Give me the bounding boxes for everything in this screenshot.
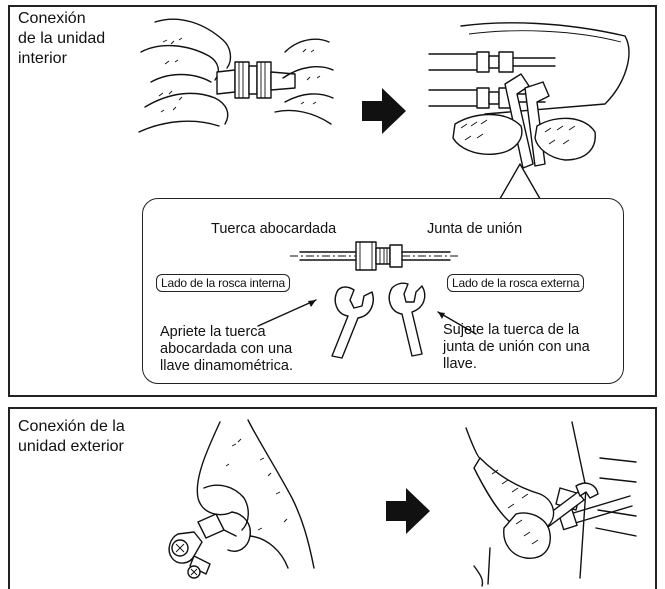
torque-wrench-note: Apriete la tuerca abocardada con una lla… [160,324,293,375]
hold-union-nut-note: Sujete la tuerca de la junta de unión co… [443,322,590,373]
step-arrow-icon [386,488,430,534]
flare-joint-diagram [290,236,460,276]
outdoor-wrench-illustration [460,418,640,586]
outdoor-hand-valve-illustration [158,418,318,583]
step-arrow-icon [362,88,406,134]
indoor-connection-title: Conexión de la unidad interior [18,9,105,69]
indoor-unit-wrench-illustration [425,14,640,189]
indoor-hand-connection-illustration [135,12,335,142]
outdoor-connection-title: Conexión de la unidad exterior [18,417,125,457]
